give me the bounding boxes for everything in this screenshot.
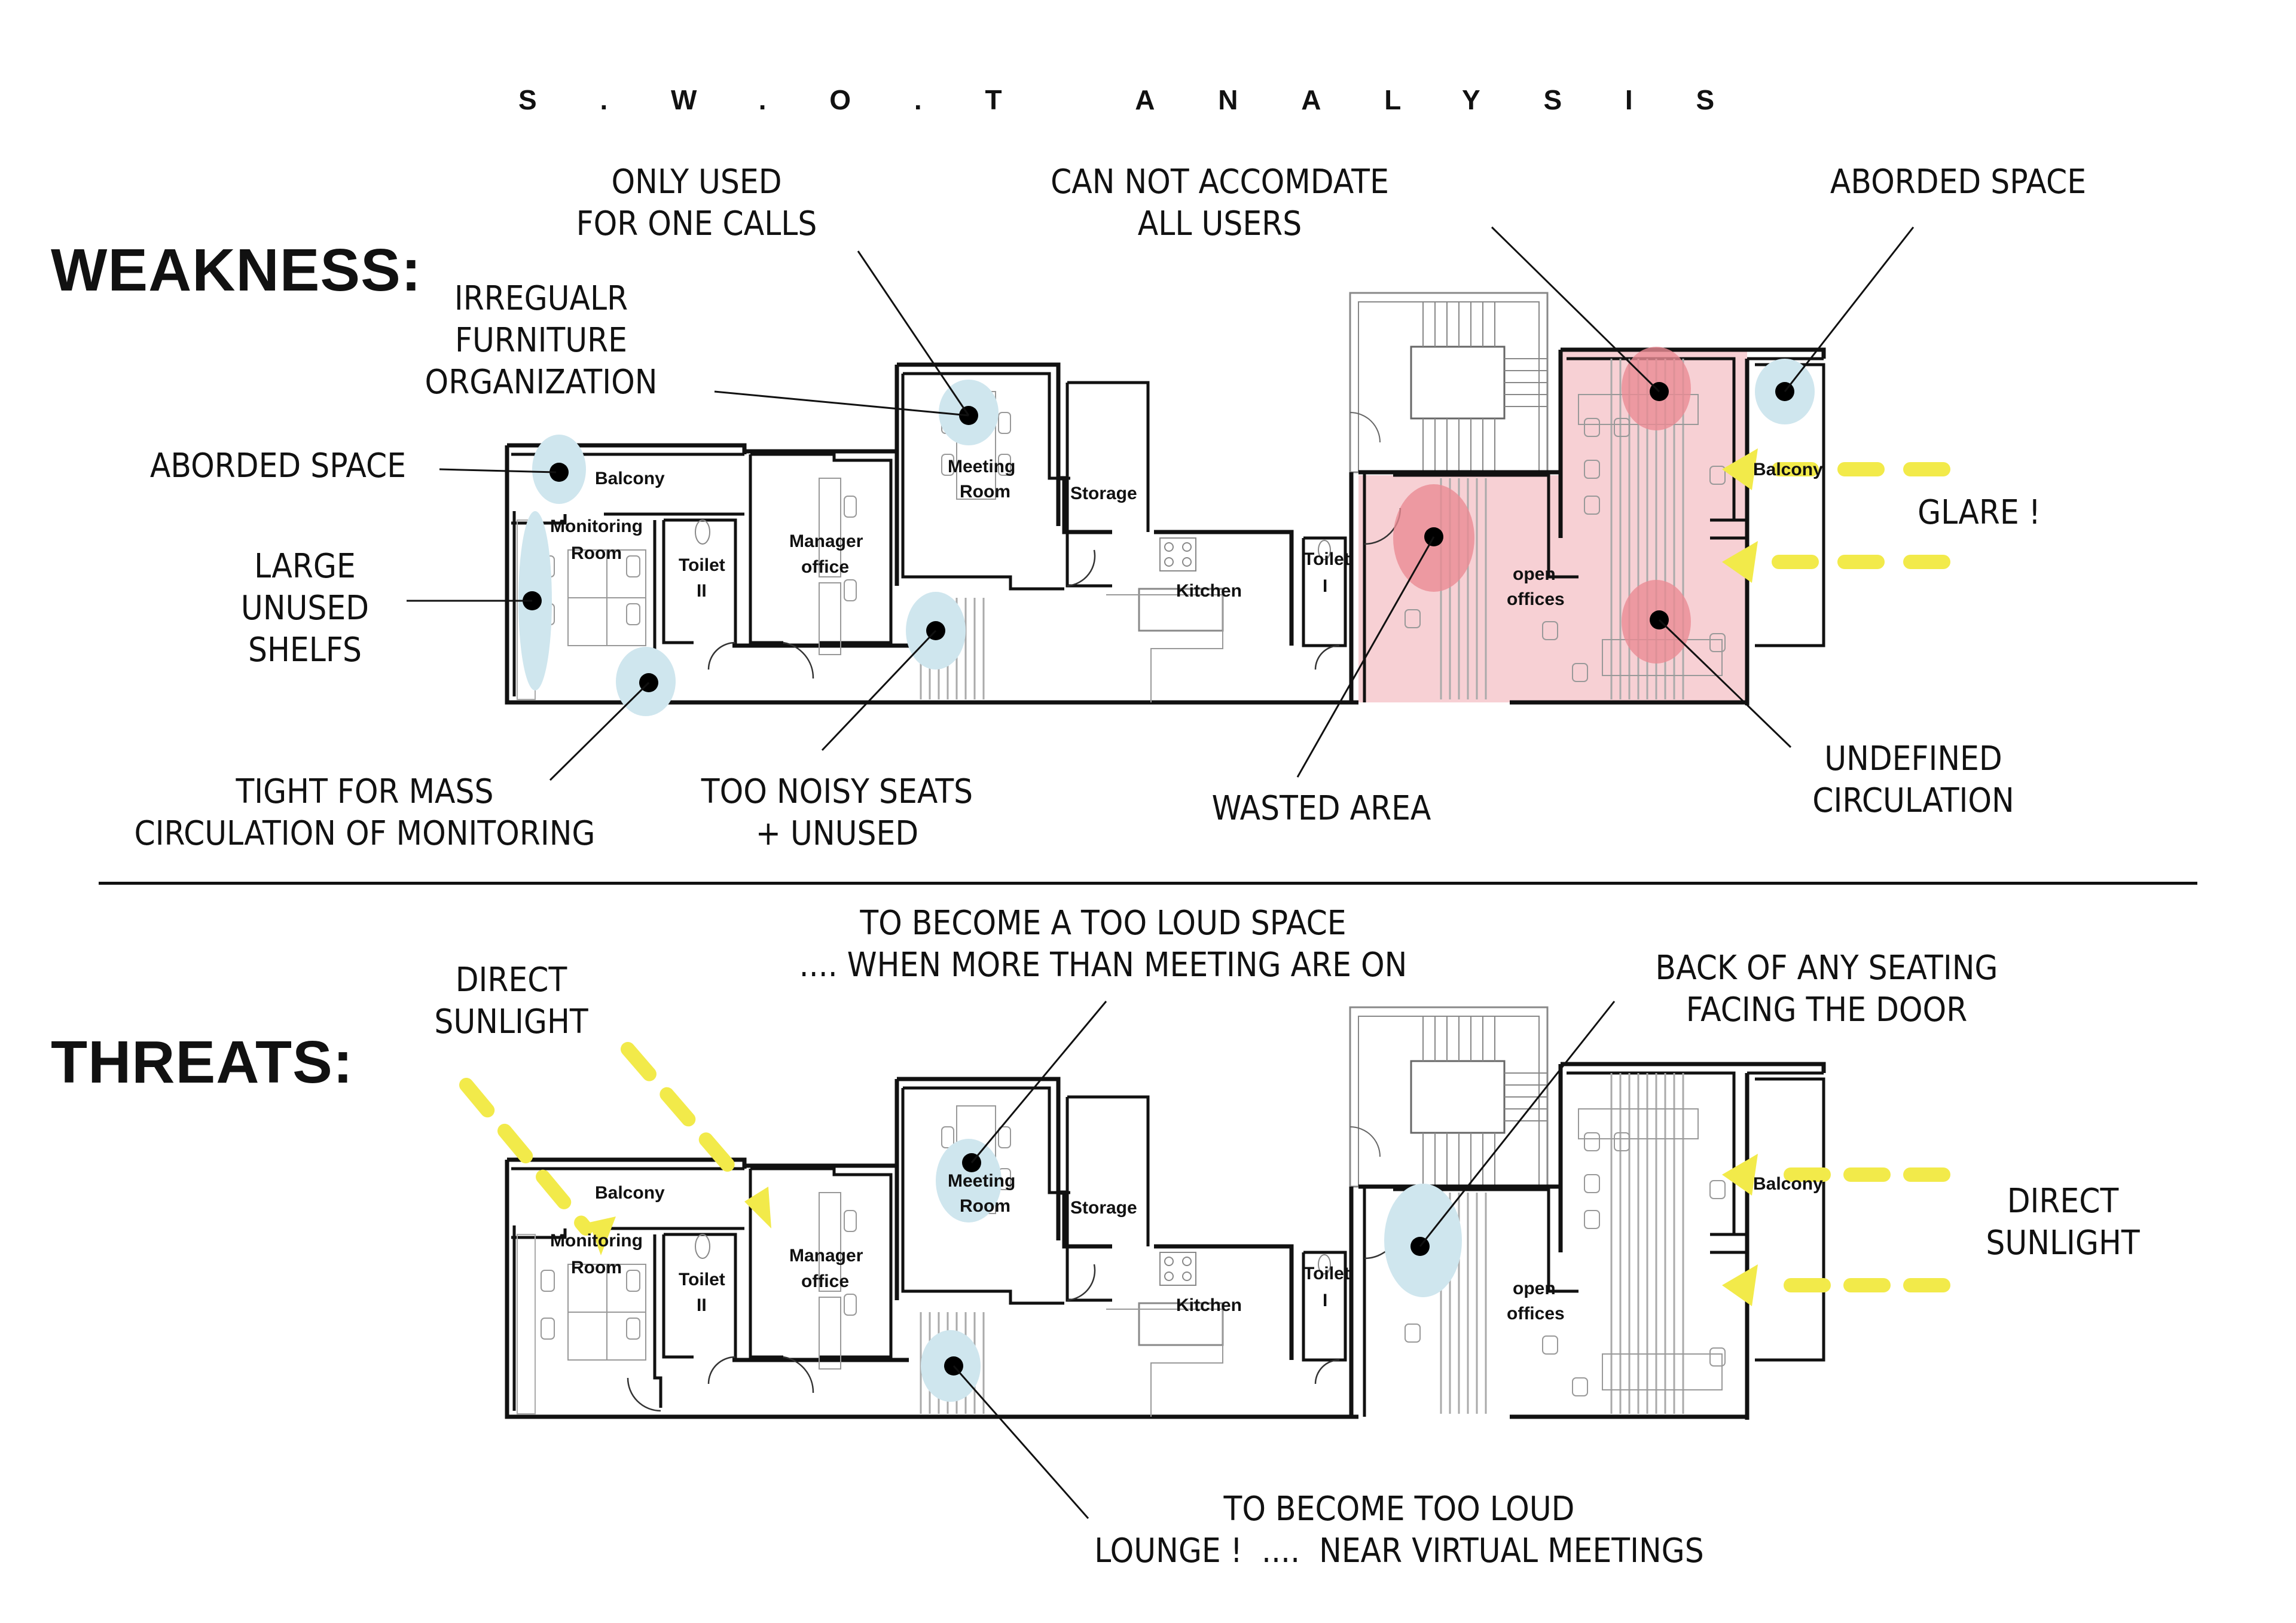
room-label-kitchen: Kitchen <box>1176 581 1242 601</box>
sunlight-arrowheads <box>589 1154 1758 1306</box>
leader-lines <box>407 226 1915 781</box>
svg-text:Toilet: Toilet <box>679 555 725 575</box>
svg-text:offices: offices <box>1507 589 1565 609</box>
note-too-loud-lounge: TO BECOME TOO LOUD LOUNGE ! .... NEAR VI… <box>1094 1490 1704 1570</box>
note-glare: GLARE ! <box>1918 493 2041 532</box>
room-label-balcony-right: Balcony <box>1753 460 1823 479</box>
svg-text:Balcony: Balcony <box>595 1183 665 1203</box>
room-label-balcony: Balcony <box>595 469 665 488</box>
svg-text:Room: Room <box>960 482 1010 502</box>
svg-text:II: II <box>697 581 707 601</box>
note-direct-sunlight-right: DIRECT SUNLIGHT <box>1986 1182 2140 1263</box>
hotspot-zone <box>936 1139 1002 1222</box>
note-aborded-space-left: ABORDED SPACE <box>149 447 407 485</box>
svg-text:Manager: Manager <box>789 1246 863 1266</box>
note-tight-circulation: TIGHT FOR MASS CIRCULATION OF MONITORING <box>134 772 596 853</box>
svg-text:Toilet: Toilet <box>1303 1264 1350 1283</box>
svg-text:Monitoring: Monitoring <box>550 1231 643 1251</box>
svg-text:Kitchen: Kitchen <box>1176 1295 1242 1315</box>
note-too-loud-space: TO BECOME A TOO LOUD SPACE .... WHEN MOR… <box>799 904 1407 985</box>
note-only-used: ONLY USED FOR ONE CALLS <box>576 163 817 243</box>
note-cannot-accommodate: CAN NOT ACCOMDATE ALL USERS <box>1051 163 1389 243</box>
note-large-unused-shelfs: LARGE UNUSED SHELFS <box>240 547 370 670</box>
svg-text:Room: Room <box>960 1196 1010 1216</box>
glare-arrows <box>1763 462 1950 569</box>
svg-text:Room: Room <box>571 543 622 563</box>
section-divider <box>99 882 2197 885</box>
svg-text:office: office <box>801 1271 849 1291</box>
room-label-storage: Storage <box>1070 484 1137 503</box>
svg-text:office: office <box>801 557 849 577</box>
svg-text:Toilet: Toilet <box>1303 549 1350 569</box>
note-wasted-area: WASTED AREA <box>1211 789 1431 828</box>
svg-text:offices: offices <box>1507 1304 1565 1324</box>
svg-text:Meeting: Meeting <box>948 1171 1015 1191</box>
note-direct-sunlight-left: DIRECT SUNLIGHT <box>434 961 588 1041</box>
weakness-plan: Balcony Monitoring Room Toilet II Manage… <box>407 226 1950 781</box>
note-back-of-seating: BACK OF ANY SEATING FACING THE DOOR <box>1655 949 1998 1029</box>
svg-text:Storage: Storage <box>1070 1198 1137 1218</box>
threats-plan: Balcony Monitoring Room Toilet II Manage… <box>459 1001 1950 1519</box>
weakness-heading: WEAKNESS: <box>51 237 422 304</box>
svg-text:Toilet: Toilet <box>679 1270 725 1289</box>
svg-text:II: II <box>697 1295 707 1315</box>
svg-text:Meeting: Meeting <box>948 457 1015 476</box>
svg-text:open: open <box>1513 564 1556 584</box>
svg-text:open: open <box>1513 1279 1556 1298</box>
threats-heading: THREATS: <box>51 1029 354 1096</box>
glare-arrowheads <box>1722 448 1758 583</box>
note-aborded-space-right: ABORDED SPACE <box>1830 163 2087 201</box>
note-too-noisy: TOO NOISY SEATS + UNUSED <box>701 772 973 853</box>
svg-text:Manager: Manager <box>789 531 863 551</box>
sunlight-arrows <box>459 1042 1950 1292</box>
note-irregular-furniture: IRREGUALR FURNITURE ORGANIZATION <box>425 279 658 402</box>
leader-lines <box>952 1001 1616 1519</box>
svg-text:Balcony: Balcony <box>1753 1174 1823 1194</box>
svg-text:I: I <box>1323 576 1327 596</box>
svg-text:Room: Room <box>571 1258 622 1277</box>
page-title: S.W.O.T ANALYSIS <box>518 84 1778 115</box>
svg-text:I: I <box>1323 1291 1327 1310</box>
room-label-monitoring: Monitoring <box>550 516 643 536</box>
note-undefined-circulation: UNDEFINED CIRCULATION <box>1812 739 2014 820</box>
